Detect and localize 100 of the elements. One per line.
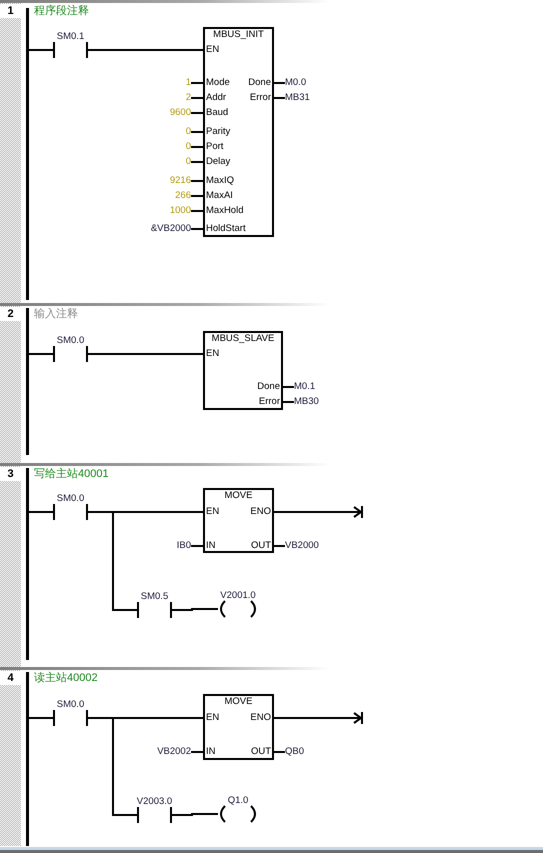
power-rail — [26, 8, 29, 300]
address-label: V2003.0 — [136, 796, 172, 807]
wire — [274, 82, 285, 84]
pin-label: Parity — [206, 126, 230, 138]
wire — [274, 751, 285, 753]
address-label: SM0.0 — [56, 699, 84, 710]
pin-label: ENO — [250, 506, 271, 518]
operand-label: M0.0 — [285, 77, 306, 89]
wire — [29, 49, 53, 51]
pin-label: OUT — [250, 746, 271, 758]
operand-label: &VB2000 — [150, 223, 191, 235]
wire — [29, 353, 53, 355]
address-label: SM0.0 — [56, 335, 84, 346]
operand-label: 1 — [186, 77, 191, 89]
network-number: 4 — [0, 671, 21, 685]
wire — [88, 511, 137, 611]
operand-label: QB0 — [285, 746, 304, 758]
wire — [274, 545, 285, 547]
operand-label: 0 — [186, 141, 191, 153]
operand-label: MB31 — [285, 92, 310, 104]
operand-label: IB0 — [176, 540, 191, 552]
wire — [191, 228, 203, 230]
operand-label: 0 — [186, 156, 191, 168]
pin-label: MaxIQ — [206, 175, 234, 187]
pin-label: Error — [250, 92, 271, 104]
arrow — [274, 505, 363, 519]
operand-label: 2 — [186, 92, 191, 104]
pin-label: EN — [206, 348, 220, 360]
address-label: SM0.0 — [56, 493, 84, 504]
pin-label: Delay — [206, 156, 230, 168]
wire — [191, 545, 203, 547]
pin-label: IN — [206, 746, 216, 758]
arrow — [274, 711, 363, 725]
address-label: Q1.0 — [228, 795, 248, 806]
operand-label: MB30 — [294, 396, 319, 408]
pin-label: MaxAI — [206, 190, 233, 202]
block-title: MOVE — [224, 490, 254, 501]
pin-label: IN — [206, 540, 216, 552]
wire — [191, 195, 203, 197]
operand-label: VB2000 — [285, 540, 319, 552]
pin-label: OUT — [250, 540, 271, 552]
operand-label: 266 — [175, 190, 191, 202]
wire — [283, 401, 294, 403]
power-rail — [26, 672, 29, 846]
pin-label: Baud — [206, 107, 228, 119]
wire — [172, 608, 218, 611]
function-block — [203, 27, 274, 237]
wire — [191, 112, 203, 114]
pin-label: Done — [257, 381, 280, 393]
network-comment: 输入注释 — [34, 308, 78, 321]
operand-label: 0 — [186, 126, 191, 138]
network-number: 1 — [0, 4, 21, 18]
network-comment: 读主站40002 — [34, 672, 98, 685]
wire — [191, 82, 203, 84]
pin-label: MaxHold — [206, 205, 244, 217]
wire — [283, 386, 294, 388]
operand-label: VB2002 — [157, 746, 191, 758]
wire — [191, 146, 203, 148]
wire — [88, 717, 137, 816]
wire — [191, 161, 203, 163]
function-block — [203, 488, 274, 553]
pin-label: Done — [248, 77, 271, 89]
wire — [88, 353, 203, 355]
block-title: MBUS_SLAVE — [210, 333, 276, 344]
wire — [88, 49, 203, 51]
pin-label: Mode — [206, 77, 230, 89]
address-label: SM0.1 — [56, 31, 84, 42]
function-block — [203, 331, 283, 410]
network-comment: 写给主站40001 — [34, 468, 109, 481]
network-number: 2 — [0, 307, 21, 321]
wire — [191, 210, 203, 212]
pin-label: ENO — [250, 712, 271, 724]
pin-label: HoldStart — [206, 223, 246, 235]
address-label: V2001.0 — [220, 590, 256, 601]
wire — [172, 813, 218, 816]
pin-label: Port — [206, 141, 224, 153]
operand-label: M0.1 — [294, 381, 316, 393]
wire — [191, 751, 203, 753]
wire — [29, 511, 53, 513]
wire — [29, 717, 53, 719]
wire — [191, 97, 203, 99]
network-number: 3 — [0, 467, 21, 481]
network-comment: 程序段注释 — [34, 5, 89, 18]
pin-label: EN — [206, 712, 220, 724]
operand-label: 9600 — [170, 107, 191, 119]
address-label: SM0.5 — [140, 591, 168, 602]
block-title: MBUS_INIT — [212, 29, 265, 40]
wire — [274, 97, 285, 99]
function-block — [203, 694, 274, 760]
wire — [191, 180, 203, 182]
pin-label: Addr — [206, 92, 226, 104]
pin-label: EN — [206, 506, 220, 518]
operand-label: 9216 — [170, 175, 191, 187]
power-rail — [26, 468, 29, 660]
power-rail — [26, 308, 29, 455]
wire — [191, 131, 203, 133]
pin-label: Error — [258, 396, 280, 408]
pin-label: EN — [206, 44, 220, 56]
block-title: MOVE — [224, 696, 254, 707]
operand-label: 1000 — [170, 205, 191, 217]
